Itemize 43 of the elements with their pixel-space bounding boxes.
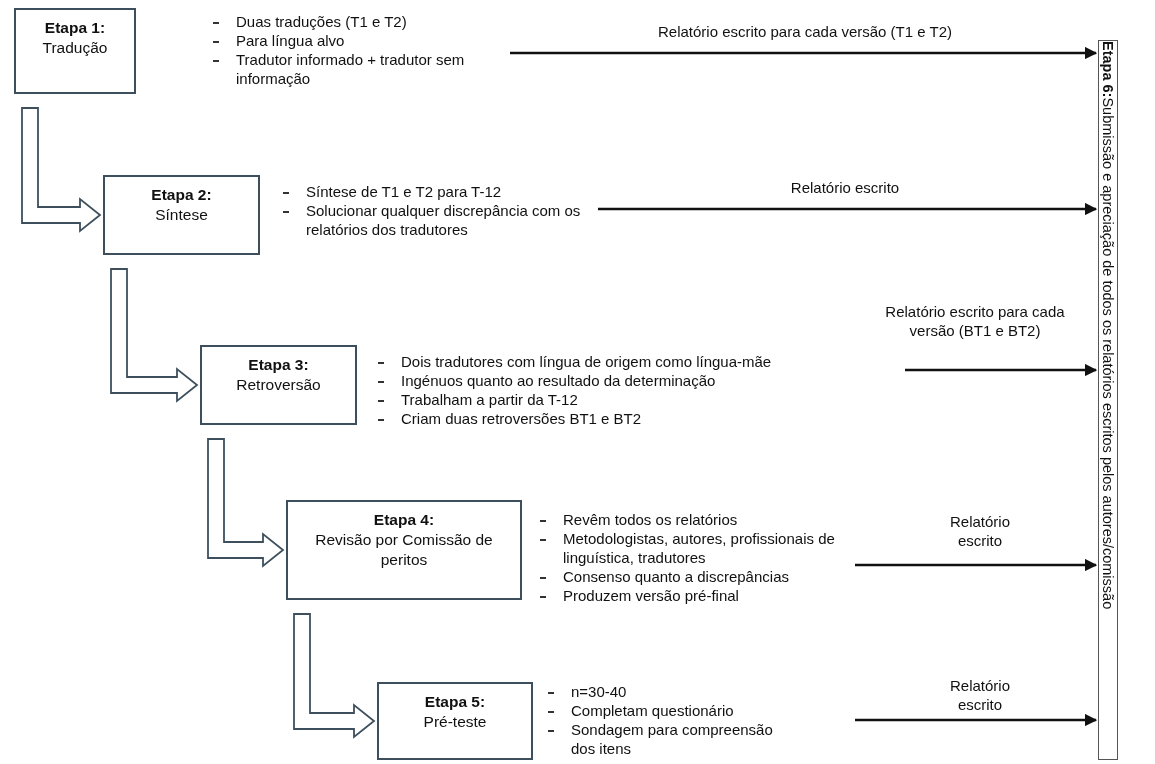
stage-box (103, 175, 260, 255)
bullet-text: Revêm todos os relatórios (563, 510, 738, 529)
arrow (598, 202, 1098, 216)
stage-box (200, 345, 357, 425)
bullet-text: Síntese de T1 e T2 para T-12 (306, 182, 502, 201)
arrow (855, 558, 1098, 572)
stage-heading: Etapa 1: (44, 18, 106, 38)
stage-name: Pré-teste (423, 712, 487, 732)
bullet-text: Metodologistas, autores, profissionais de linguística, tradutores (563, 529, 836, 567)
stage-name: Tradução (42, 38, 108, 58)
stage-heading: Etapa 6: (1099, 41, 1117, 98)
stage-box (1098, 40, 1118, 760)
arrow (510, 46, 1098, 60)
block-arrow (207, 438, 285, 568)
bullet-text: Para língua alvo (236, 31, 345, 50)
bullet-text: Sondagem para compreensão dos itens (571, 720, 774, 758)
stage-name: Síntese (155, 205, 208, 225)
bullet-text: n=30-40 (571, 682, 627, 701)
stage-heading: Etapa 2: (151, 185, 212, 205)
stage-name: Revisão por Comissão de peritos (314, 530, 494, 570)
bullet-text: Consenso quanto a discrepâncias (563, 567, 789, 586)
bullet-text: Ingénuos quanto ao resultado da determinação (401, 371, 716, 390)
stage-box (377, 682, 533, 760)
bullet-text: Duas traduções (T1 e T2) (236, 12, 407, 31)
block-arrow (110, 268, 199, 403)
stage-heading: Etapa 4: (373, 510, 435, 530)
bullet-text: Dois tradutores com língua de origem como língua-mãe (401, 352, 772, 371)
block-arrow (21, 107, 102, 233)
stage-name: Retroversão (236, 375, 321, 395)
arrow (855, 713, 1098, 727)
bullet-text: Trabalham a partir da T-12 (401, 390, 578, 409)
arrow (905, 363, 1098, 377)
bullet-text: Solucionar qualquer discrepância com os relatórios dos tradutores (306, 201, 582, 239)
stage-description: Submissão e apreciação de todos os relatórios escritos pelos autores/comissão (1099, 97, 1117, 610)
stage-box (286, 500, 522, 600)
block-arrow (293, 613, 376, 739)
bullet-text: Completam questionário (571, 701, 734, 720)
stage-heading: Etapa 3: (248, 355, 309, 375)
bullet-text: Criam duas retroversões BT1 e BT2 (401, 409, 642, 428)
bullet-text: Produzem versão pré-final (563, 586, 739, 605)
bullet-text: Tradutor informado + tradutor sem informação (236, 50, 466, 88)
stage-box (14, 8, 136, 94)
stage-heading: Etapa 5: (424, 692, 486, 712)
